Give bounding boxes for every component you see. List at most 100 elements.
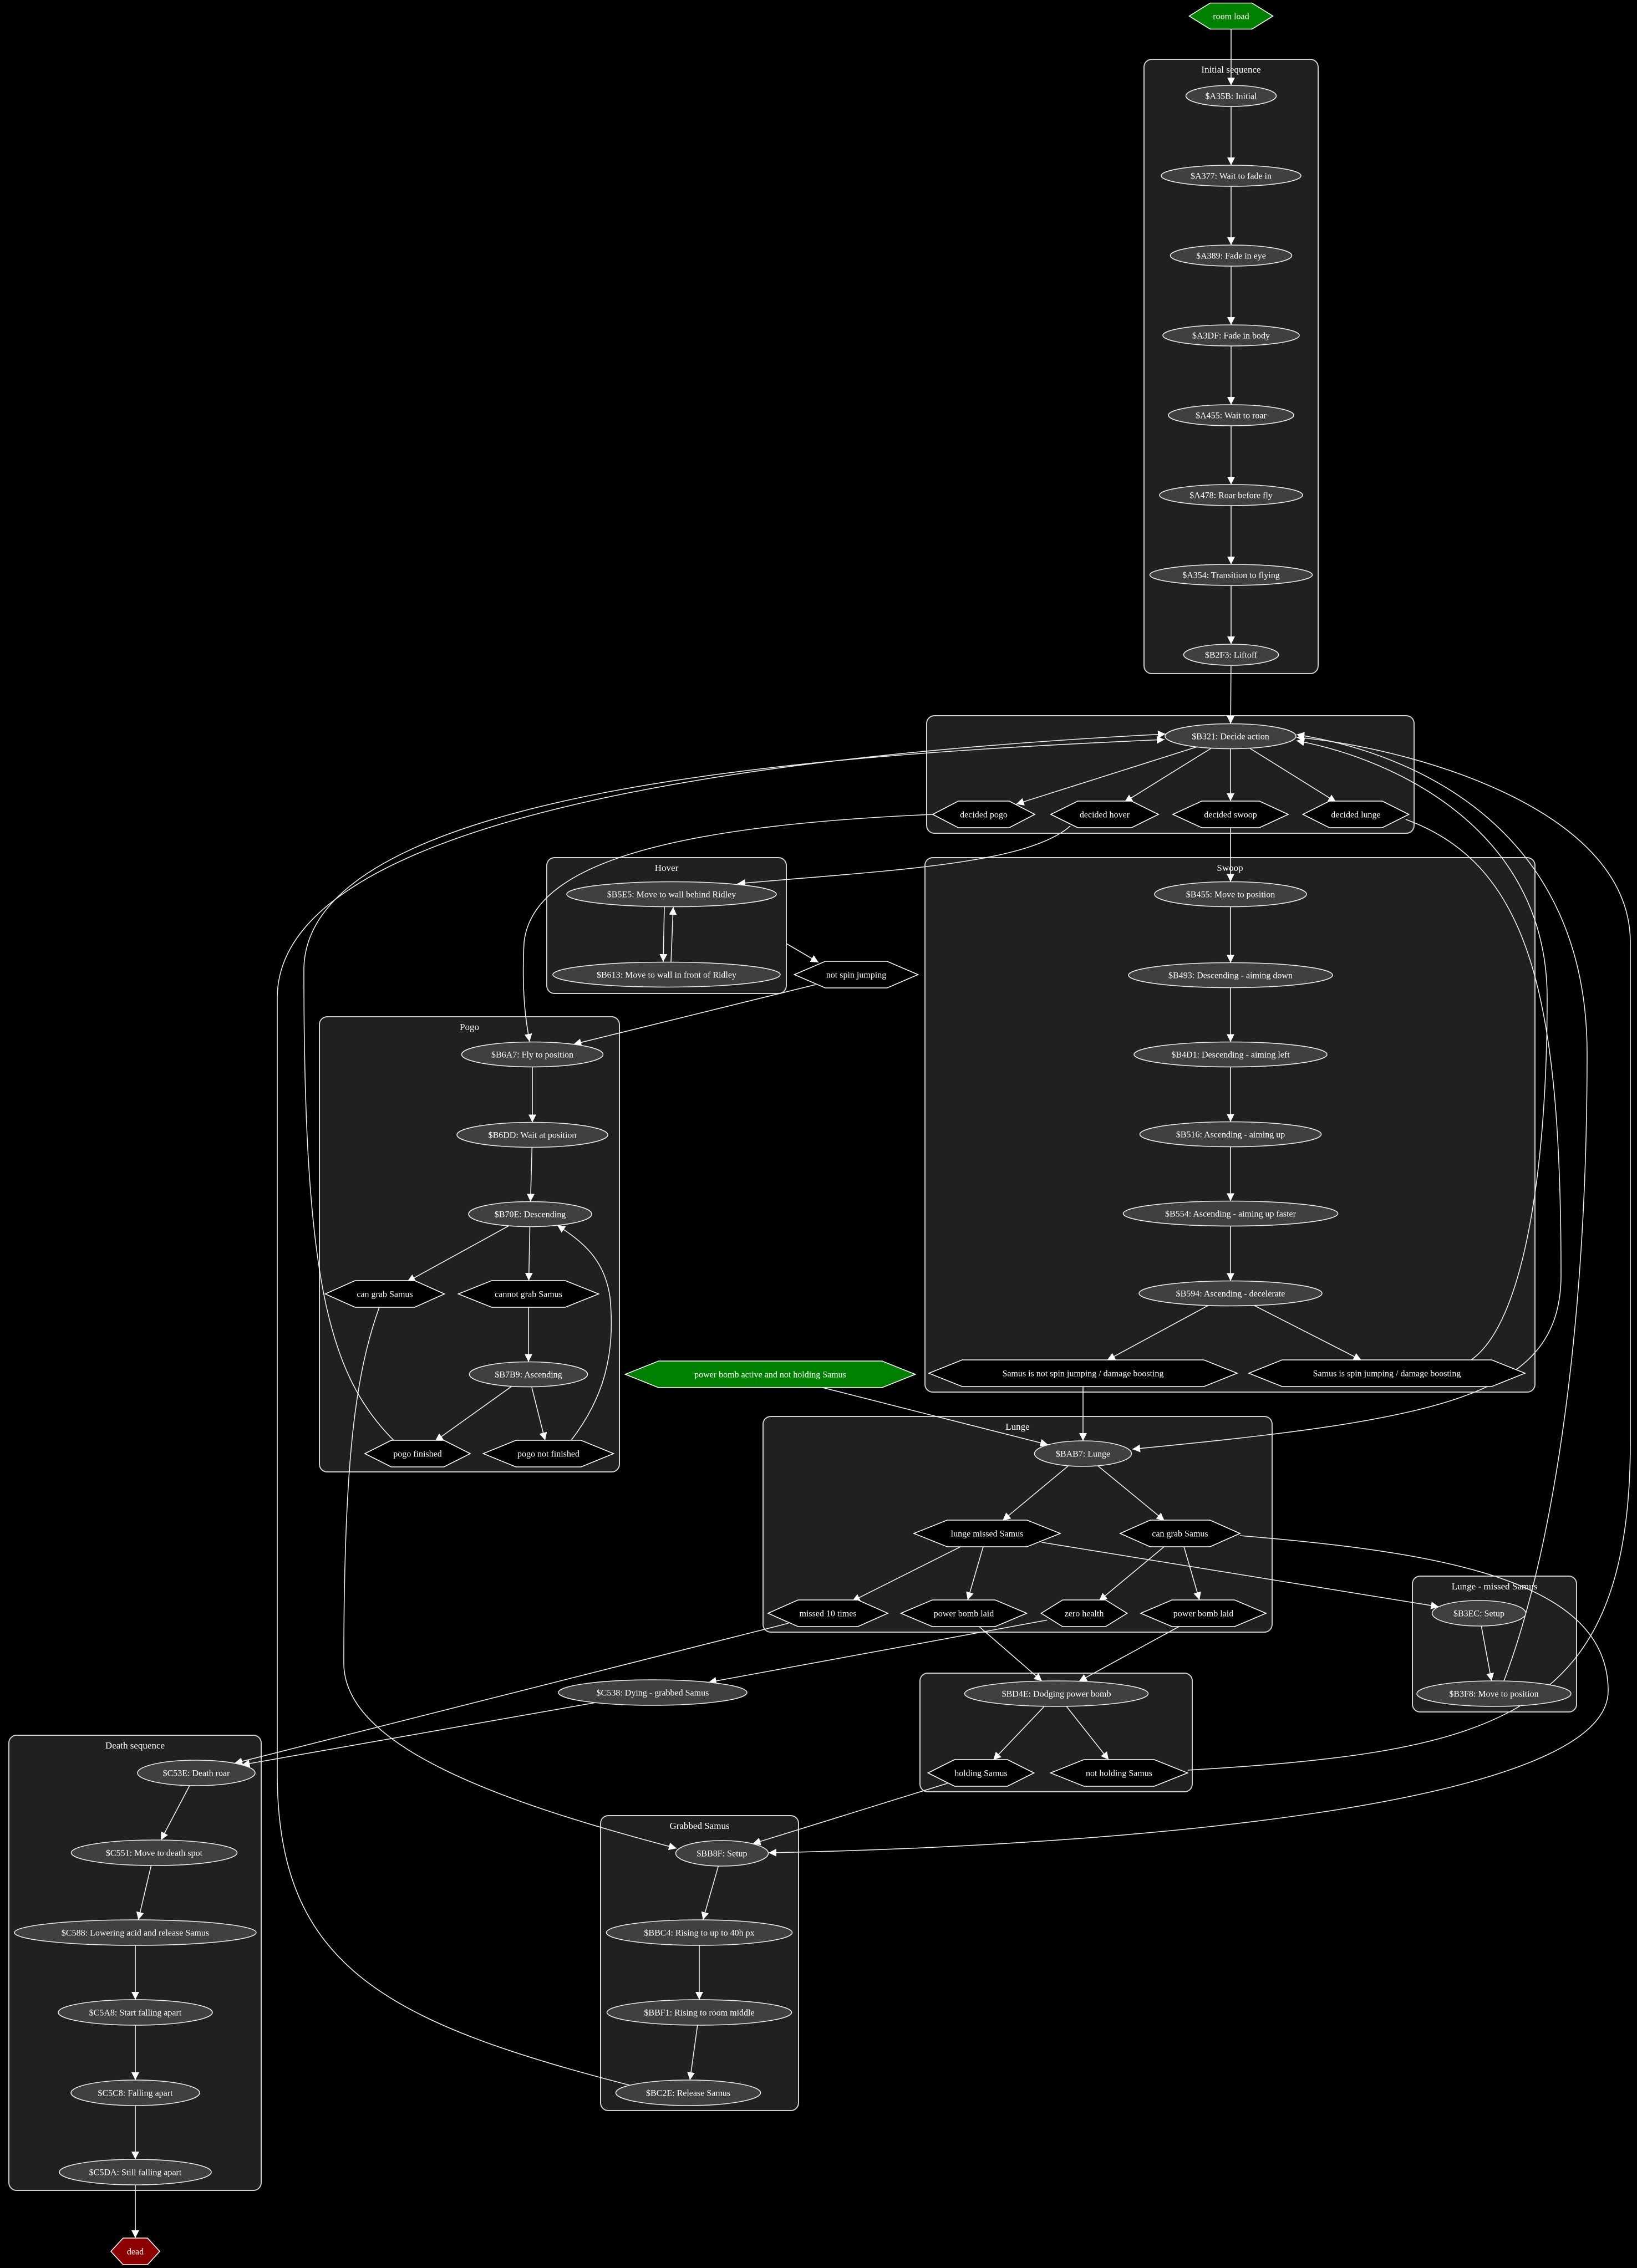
node-zero_health[interactable]: zero health <box>1040 1599 1128 1627</box>
node-dead[interactable]: dead <box>110 2238 161 2265</box>
condition-hexagon <box>1119 1520 1241 1547</box>
node-samus_spin[interactable]: Samus is spin jumping / damage boosting <box>1247 1359 1527 1387</box>
node-label: lunge missed Samus <box>951 1530 1024 1539</box>
node-B613[interactable]: $B613: Move to wall in front of Ridley <box>552 961 781 988</box>
node-not_spin[interactable]: not spin jumping <box>793 961 919 988</box>
condition-hexagon <box>1040 1599 1128 1627</box>
node-BAB7[interactable]: $BAB7: Lunge <box>1034 1440 1132 1467</box>
node-BBF1[interactable]: $BBF1: Rising to room middle <box>606 1999 792 2026</box>
node-lunge_missed[interactable]: lunge missed Samus <box>912 1520 1062 1547</box>
node-B3F8[interactable]: $B3F8: Move to position <box>1416 1680 1572 1707</box>
node-room_load[interactable]: room load <box>1188 2 1274 30</box>
node-BC2E[interactable]: $BC2E: Release Samus <box>615 2080 761 2106</box>
node-not_holding[interactable]: not holding Samus <box>1049 1759 1189 1787</box>
edge-BC2E-to-B321 <box>277 730 1166 2088</box>
node-B6DD[interactable]: $B6DD: Wait at position <box>456 1122 608 1148</box>
node-pogo_finished[interactable]: pogo finished <box>364 1440 471 1467</box>
condition-hexagon <box>899 1599 1028 1627</box>
node-A354[interactable]: $A354: Transition to flying <box>1149 564 1313 586</box>
state-ellipse <box>1034 1440 1132 1467</box>
node-A389[interactable]: $A389: Fade in eye <box>1170 244 1293 267</box>
edge-lunge_can_grab-to-pb_laid2 <box>1183 1546 1201 1601</box>
edge-holding-to-BB8F <box>753 1782 948 1846</box>
cluster-title: Pogo <box>460 1022 479 1032</box>
state-ellipse <box>70 1839 238 1866</box>
node-B455[interactable]: $B455: Move to position <box>1154 881 1307 908</box>
state-ellipse <box>615 2080 761 2106</box>
state-ellipse <box>1165 723 1297 750</box>
node-C53E[interactable]: $C53E: Death roar <box>137 1760 256 1786</box>
state-ellipse <box>1416 1680 1572 1707</box>
node-label: $B5E5: Move to wall behind Ridley <box>607 890 736 900</box>
edge-zero_health-to-C538 <box>708 1619 1048 1685</box>
node-samus_not_spin[interactable]: Samus is not spin jumping / damage boost… <box>927 1359 1239 1387</box>
state-ellipse <box>1162 324 1300 346</box>
state-ellipse <box>1122 1200 1339 1227</box>
node-label: pogo not finished <box>517 1450 579 1459</box>
node-B321[interactable]: $B321: Decide action <box>1165 723 1297 750</box>
node-A455[interactable]: $A455: Wait to roar <box>1168 404 1294 426</box>
node-B7B9[interactable]: $B7B9: Ascending <box>469 1361 588 1388</box>
node-label: cannot grab Samus <box>495 1290 562 1299</box>
node-B4D1[interactable]: $B4D1: Descending - aiming left <box>1133 1041 1328 1068</box>
node-A377[interactable]: $A377: Wait to fade in <box>1161 165 1302 187</box>
node-A478[interactable]: $A478: Roar before fly <box>1159 484 1303 506</box>
condition-hexagon <box>793 961 919 988</box>
edge-pogo_can_grab-to-BB8F <box>343 1307 677 1851</box>
node-A3DF[interactable]: $A3DF: Fade in body <box>1162 324 1300 346</box>
state-ellipse <box>1170 244 1293 267</box>
node-B3EC[interactable]: $B3EC: Setup <box>1431 1600 1527 1627</box>
edge-B594-to-samus_spin <box>1254 1305 1362 1361</box>
node-B6A7[interactable]: $B6A7: Fly to position <box>461 1041 604 1068</box>
node-C588[interactable]: $C588: Lowering acid and release Samus <box>14 1919 257 1946</box>
node-pogo_not_finished[interactable]: pogo not finished <box>482 1440 615 1467</box>
node-C5A8[interactable]: $C5A8: Start falling apart <box>58 1999 213 2026</box>
node-dec_swoop[interactable]: decided swoop <box>1172 801 1289 828</box>
node-B2F3[interactable]: $B2F3: Liftoff <box>1183 644 1279 666</box>
edge-B70E-to-pogo_can_grab <box>407 1225 509 1282</box>
node-B70E[interactable]: $B70E: Descending <box>468 1201 592 1227</box>
node-pb_active[interactable]: power bomb active and not holding Samus <box>624 1360 917 1388</box>
condition-hexagon <box>1050 801 1160 828</box>
node-pb_laid1[interactable]: power bomb laid <box>899 1599 1028 1627</box>
node-dec_lunge[interactable]: decided lunge <box>1302 801 1410 828</box>
node-B594[interactable]: $B594: Ascending - decelerate <box>1138 1280 1323 1307</box>
node-lunge_can_grab[interactable]: can grab Samus <box>1119 1520 1241 1547</box>
node-pb_laid2[interactable]: power bomb laid <box>1139 1599 1268 1627</box>
node-dec_pogo[interactable]: decided pogo <box>932 801 1036 828</box>
edge-B3F8-to-B321 <box>1296 732 1588 1681</box>
node-C5C8[interactable]: $C5C8: Falling apart <box>70 2080 200 2106</box>
node-B493[interactable]: $B493: Descending - aiming down <box>1128 962 1333 988</box>
state-ellipse <box>1128 962 1333 988</box>
node-pogo_cannot_grab[interactable]: cannot grab Samus <box>457 1280 600 1308</box>
edge-missed10-to-C53E <box>234 1623 789 1765</box>
node-dec_hover[interactable]: decided hover <box>1050 801 1160 828</box>
node-label: power bomb laid <box>934 1609 994 1619</box>
node-BD4E[interactable]: $BD4E: Dodging power bomb <box>964 1680 1149 1707</box>
node-pogo_can_grab[interactable]: can grab Samus <box>324 1280 446 1308</box>
condition-hexagon <box>324 1280 446 1308</box>
edge-B594-to-samus_not_spin <box>1107 1305 1209 1361</box>
node-holding[interactable]: holding Samus <box>927 1759 1035 1787</box>
node-BBC4[interactable]: $BBC4: Rising to up to 40h px <box>606 1919 793 1946</box>
condition-hexagon <box>1139 1599 1268 1627</box>
node-label: $B3F8: Move to position <box>1449 1690 1538 1699</box>
edge-dec_hover-to-B5E5 <box>737 825 1071 887</box>
condition-hexagon <box>927 1759 1035 1787</box>
node-B5E5[interactable]: $B5E5: Move to wall behind Ridley <box>566 881 777 908</box>
node-missed10[interactable]: missed 10 times <box>767 1599 889 1627</box>
cluster-title: Swoop <box>1217 863 1243 873</box>
edge-lunge_missed-to-pb_laid1 <box>966 1546 984 1601</box>
node-C5DA[interactable]: $C5DA: Still falling apart <box>59 2159 212 2185</box>
node-BB8F[interactable]: $BB8F: Setup <box>675 1840 769 1867</box>
node-B516[interactable]: $B516: Ascending - aiming up <box>1139 1121 1322 1148</box>
node-C538[interactable]: $C538: Dying - grabbed Samus <box>558 1679 748 1706</box>
node-C551[interactable]: $C551: Move to death spot <box>70 1839 238 1866</box>
node-A35B[interactable]: $A35B: Initial <box>1185 85 1277 107</box>
edge-B3EC-to-B3F8 <box>1481 1625 1494 1681</box>
state-ellipse <box>1154 881 1307 908</box>
node-B554[interactable]: $B554: Ascending - aiming up faster <box>1122 1200 1339 1227</box>
state-ellipse <box>1139 1121 1322 1148</box>
node-label: $B6A7: Fly to position <box>491 1051 573 1060</box>
